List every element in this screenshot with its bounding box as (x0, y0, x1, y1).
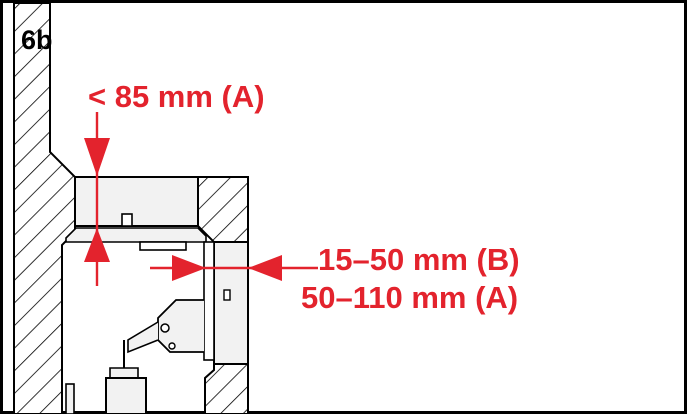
hinge-pivot (160, 323, 170, 333)
mounting-bracket (139, 241, 187, 251)
step-label: 6b (21, 25, 53, 55)
hinge-pivot-small (168, 342, 176, 350)
vertical-dimension (84, 112, 110, 286)
mounting-plate (65, 227, 207, 243)
appliance-top-block (74, 176, 199, 227)
lower-cylinder (105, 377, 147, 414)
appliance-top-tab (121, 213, 133, 227)
side-gap-b-label: 15–50 mm (B) (318, 242, 520, 277)
side-panel (213, 241, 249, 365)
vertical-clearance-label: < 85 mm (A) (88, 79, 265, 114)
side-gap-a-label: 50–110 mm (A) (301, 280, 518, 315)
panel-frame-inner (203, 241, 215, 361)
lower-post (65, 383, 75, 414)
support-collar (109, 367, 139, 379)
panel-knob (223, 289, 231, 301)
horizontal-dimension (150, 255, 318, 281)
wall-section-left (13, 2, 76, 414)
hinge-link (127, 321, 159, 354)
